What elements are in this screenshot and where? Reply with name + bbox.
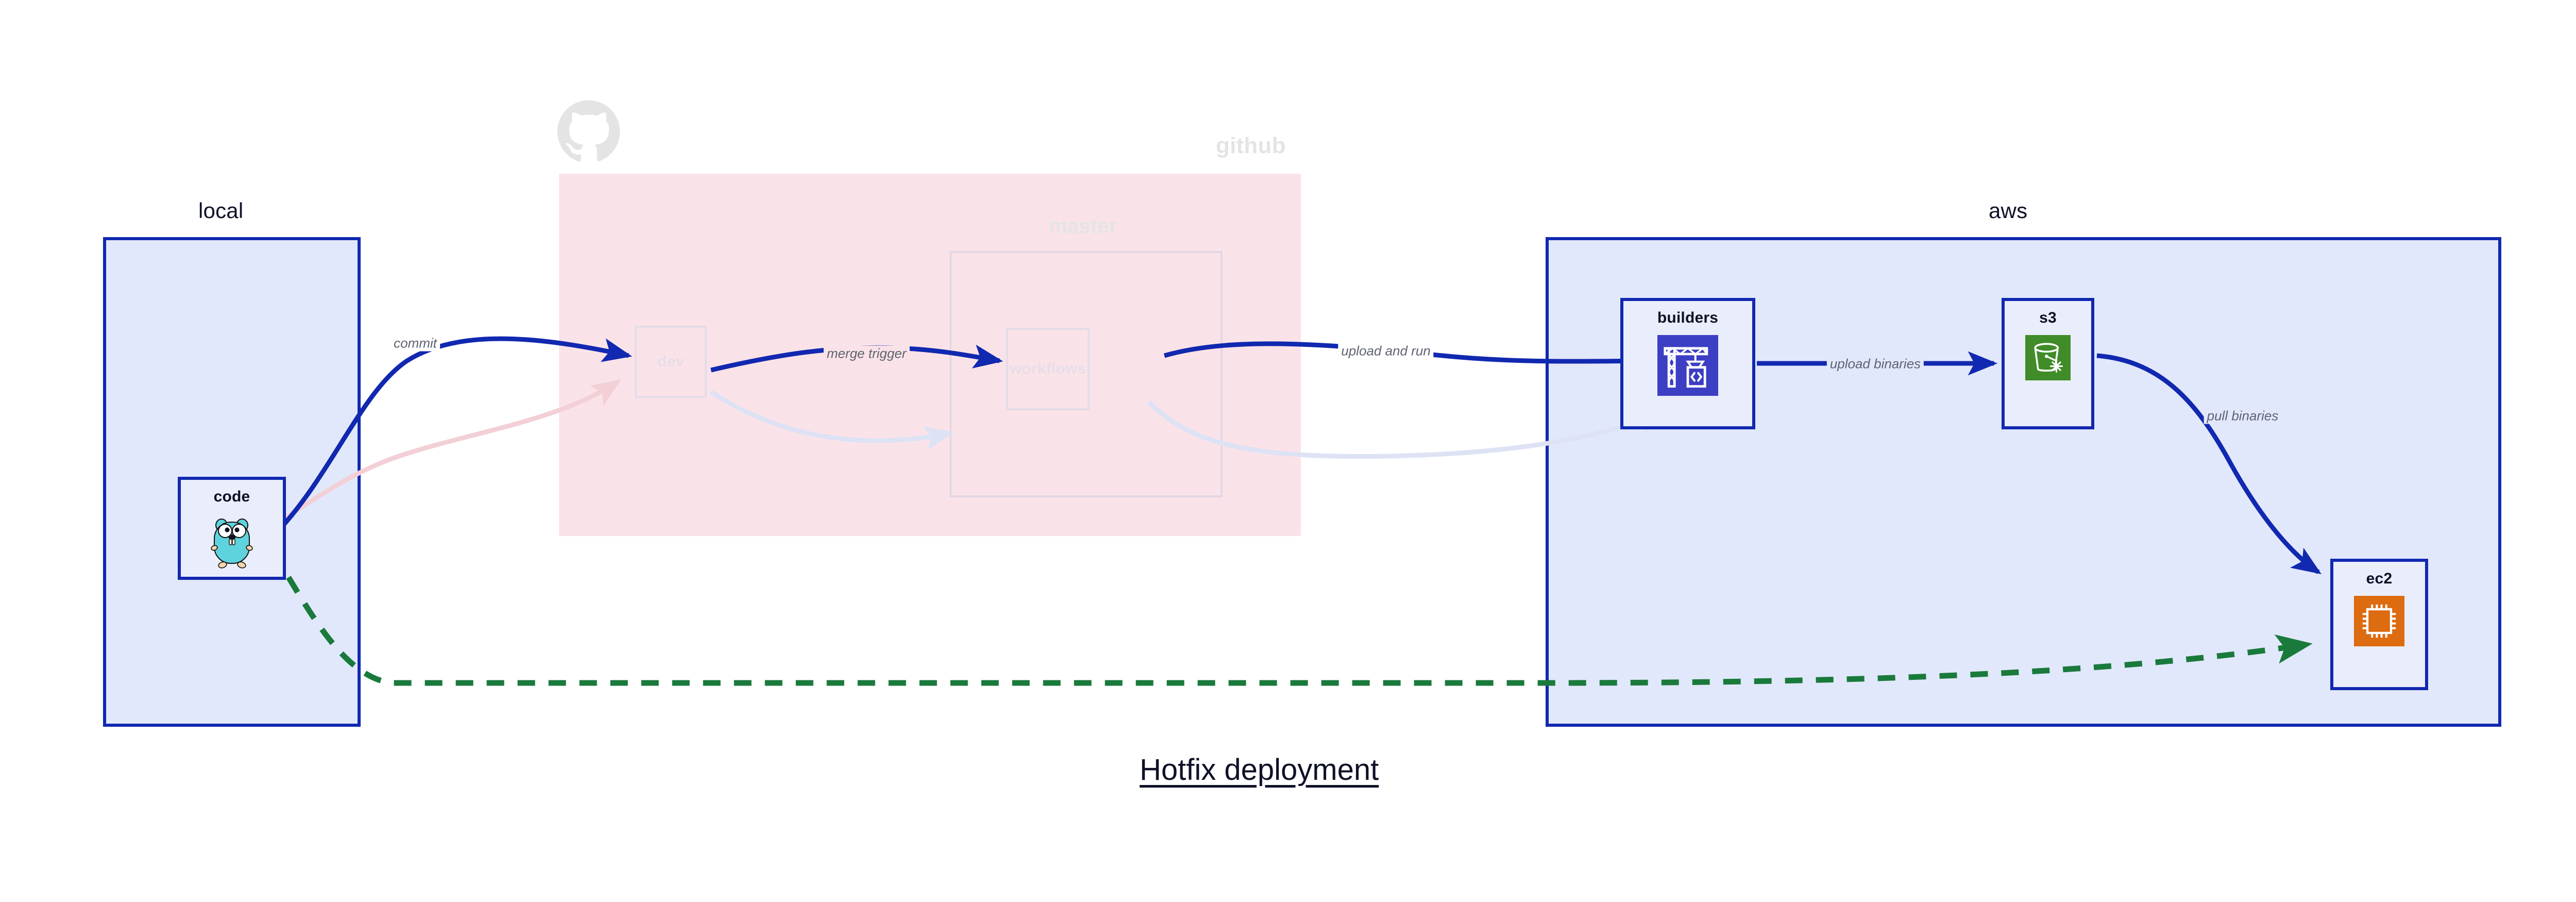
- node-code[interactable]: code: [178, 477, 286, 580]
- group-github-label: github: [1216, 133, 1286, 158]
- node-ec2[interactable]: ec2: [2330, 559, 2428, 690]
- group-master-label: master: [1049, 215, 1117, 238]
- node-dev-label: dev: [657, 353, 685, 370]
- node-code-label: code: [213, 488, 250, 505]
- edge-label-pull-binaries: pull binaries: [2204, 408, 2282, 424]
- go-gopher-icon: [208, 514, 256, 572]
- aws-ec2-icon: [2354, 596, 2404, 649]
- group-master: [950, 251, 1223, 497]
- node-workflows[interactable]: workflows: [1006, 328, 1090, 410]
- aws-s3-glacier-icon: [2025, 335, 2071, 383]
- group-local-label: local: [198, 198, 244, 223]
- edge-label-upload-binaries: upload binaries: [1826, 356, 1924, 372]
- node-s3[interactable]: s3: [2002, 298, 2094, 429]
- edge-label-merge-trigger: merge trigger: [823, 345, 910, 362]
- node-dev[interactable]: dev: [635, 326, 707, 398]
- aws-codebuild-icon: [1657, 335, 1718, 398]
- node-workflows-label: workflows: [1009, 360, 1087, 377]
- node-ec2-label: ec2: [2366, 570, 2393, 587]
- node-builders-label: builders: [1657, 309, 1719, 326]
- edge-label-commit: commit: [391, 335, 440, 352]
- edge-label-upload-and-run: upload and run: [1338, 343, 1434, 359]
- diagram-title: Hotfix deployment: [1140, 753, 1379, 787]
- node-s3-label: s3: [2039, 309, 2057, 326]
- group-aws-label: aws: [1989, 198, 2028, 223]
- github-octocat-icon: [557, 99, 620, 162]
- node-builders[interactable]: builders: [1620, 298, 1755, 429]
